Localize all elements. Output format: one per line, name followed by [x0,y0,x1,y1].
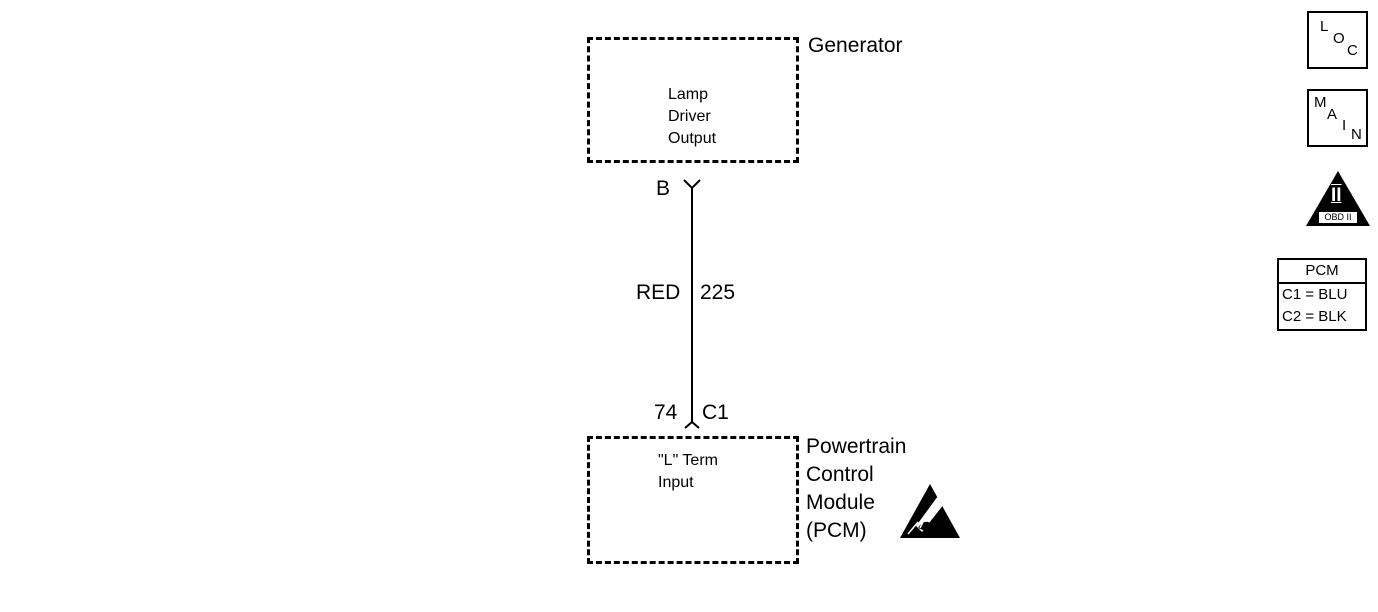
generator-function-label: Lamp Driver Output [668,84,716,150]
pcm-connector-table: PCM C1 = BLU C2 = BLK [1277,258,1367,331]
obd-symbol: II [1331,185,1342,206]
pcm-function-line-1: "L" Term [658,452,718,469]
esd-sensitive-icon [900,484,960,538]
top-pin-label: B [656,177,671,200]
pcm-title-line-4: (PCM) [806,519,867,542]
pcm-table-header: PCM [1279,260,1365,284]
obd-label: OBD II [1324,212,1352,222]
pcm-function-line-2: Input [658,474,694,491]
wire-color-label: RED [636,281,681,304]
wire-circuit-number: 225 [700,281,736,304]
pcm-table-row-c1: C1 = BLU [1282,286,1348,303]
obd-ii-icon: II OBD II [1305,169,1371,227]
main-letter-m: M [1314,94,1327,111]
main-icon: M A I N [1307,89,1368,147]
pcm-function-label: "L" Term Input [658,450,718,494]
pcm-table-row-c2: C2 = BLK [1282,308,1347,325]
generator-title: Generator [808,34,903,57]
main-letter-n: N [1351,126,1362,143]
main-letter-i: I [1342,117,1347,134]
generator-function-line-1: Lamp [668,86,709,103]
pcm-title-line-1: Powertrain [806,435,907,458]
loc-letter-c: C [1347,42,1358,59]
pcm-box [587,436,799,564]
bottom-pin-label: 74 [654,401,678,424]
bottom-connector-label: C1 [702,401,729,424]
loc-letter-o: O [1333,30,1345,47]
location-icon: L O C [1307,11,1368,69]
generator-function-line-3: Output [668,130,717,147]
circuit-wire [683,179,701,429]
bottom-connector-symbol [684,420,700,429]
top-connector-symbol [683,179,701,190]
pcm-title-line-3: Module [806,491,875,514]
main-letter-a: A [1327,106,1338,123]
generator-box [587,37,799,163]
pcm-title-line-2: Control [806,463,874,486]
loc-letter-l: L [1320,18,1329,35]
pcm-title: Powertrain Control Module (PCM) [806,433,906,545]
generator-function-line-2: Driver [668,108,711,125]
